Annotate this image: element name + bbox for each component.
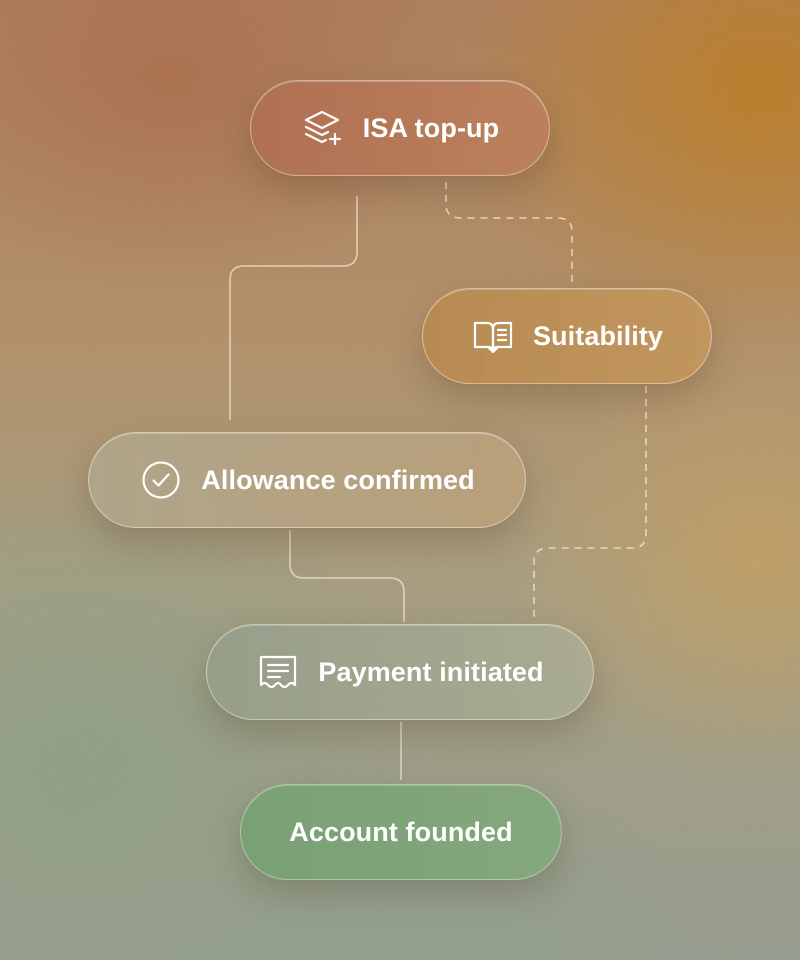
connector-allowance-to-payment [289,530,405,622]
node-label: Suitability [532,320,664,351]
node-account-founded[interactable]: Account founded [240,784,562,880]
node-allowance-confirmed[interactable]: Allowance confirmed [88,432,526,528]
connector-suitability-to-payment [533,386,647,622]
node-label: Account founded [289,816,513,847]
connector-isa-to-suitability [445,182,573,286]
book-icon [471,314,515,358]
receipt-icon [256,650,300,694]
check-circle-icon [139,458,183,502]
node-payment-initiated[interactable]: Payment initiated [206,624,594,720]
node-label: Allowance confirmed [201,464,475,495]
node-label: ISA top-up [362,112,500,143]
layers-plus-icon [301,106,345,150]
node-suitability[interactable]: Suitability [422,288,712,384]
node-isa-top-up[interactable]: ISA top-up [250,80,550,176]
node-label: Payment initiated [318,656,544,687]
connector-isa-to-allowance [229,196,358,420]
